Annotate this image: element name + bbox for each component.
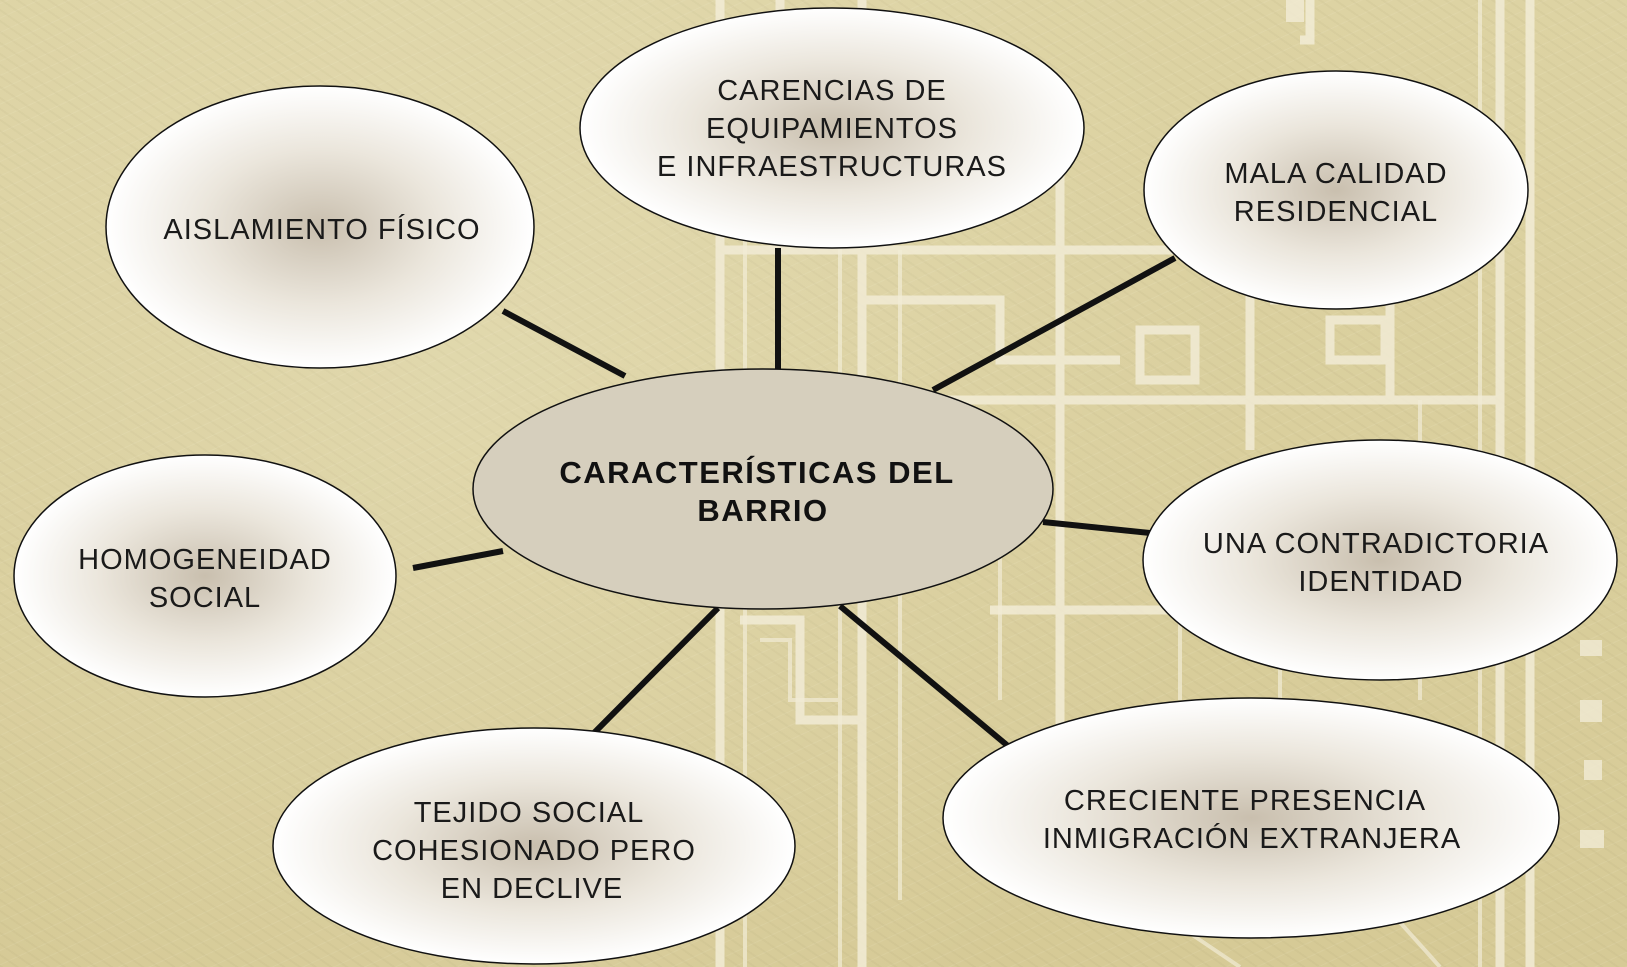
node-aislamiento-line-1: AISLAMIENTO FÍSICO <box>163 213 480 246</box>
connector-identidad <box>1042 519 1151 536</box>
node-identidad-line-2: IDENTIDAD <box>1298 566 1463 598</box>
connector-tejido <box>589 605 721 738</box>
node-homogeneidad: HOMOGENEIDAD SOCIAL <box>13 454 397 698</box>
node-carencias-line-3: E INFRAESTRUCTURAS <box>657 151 1007 183</box>
node-tejido: TEJIDO SOCIAL COHESIONADO PERO EN DECLIV… <box>272 727 796 965</box>
node-homogeneidad-line-1: HOMOGENEIDAD <box>78 544 332 576</box>
node-identidad: UNA CONTRADICTORIA IDENTIDAD <box>1142 439 1618 681</box>
node-carencias-line-2: EQUIPAMIENTOS <box>706 113 958 145</box>
connector-inmigracion <box>838 603 1010 749</box>
node-tejido-line-1: TEJIDO SOCIAL <box>414 797 645 829</box>
node-mala-calidad: MALA CALIDAD RESIDENCIAL <box>1143 70 1529 310</box>
node-homogeneidad-line-2: SOCIAL <box>149 582 261 614</box>
node-carencias: CARENCIAS DE EQUIPAMIENTOS E INFRAESTRUC… <box>579 7 1085 249</box>
center-title-line-1: CARACTERÍSTICAS DEL <box>559 455 954 490</box>
node-aislamiento: AISLAMIENTO FÍSICO <box>105 85 535 369</box>
node-mala-calidad-line-1: MALA CALIDAD <box>1224 158 1447 190</box>
node-identidad-line-1: UNA CONTRADICTORIA <box>1203 528 1549 560</box>
node-tejido-line-2: COHESIONADO PERO <box>372 835 696 867</box>
node-inmigracion-line-2: INMIGRACIÓN EXTRANJERA <box>1043 822 1461 855</box>
node-inmigracion: CRECIENTE PRESENCIA INMIGRACIÓN EXTRANJE… <box>942 697 1560 939</box>
connector-lines <box>412 248 1177 749</box>
node-tejido-line-3: EN DECLIVE <box>441 873 623 905</box>
center-title-line-2: BARRIO <box>697 493 828 528</box>
node-carencias-line-1: CARENCIAS DE <box>717 75 947 107</box>
center-node: CARACTERÍSTICAS DEL BARRIO <box>472 368 1054 610</box>
connector-mala-calidad <box>931 255 1177 393</box>
node-inmigracion-line-1: CRECIENTE PRESENCIA <box>1064 785 1426 817</box>
node-mala-calidad-line-2: RESIDENCIAL <box>1234 196 1438 228</box>
connector-aislamiento <box>501 308 627 379</box>
connector-homogeneidad <box>412 548 504 571</box>
